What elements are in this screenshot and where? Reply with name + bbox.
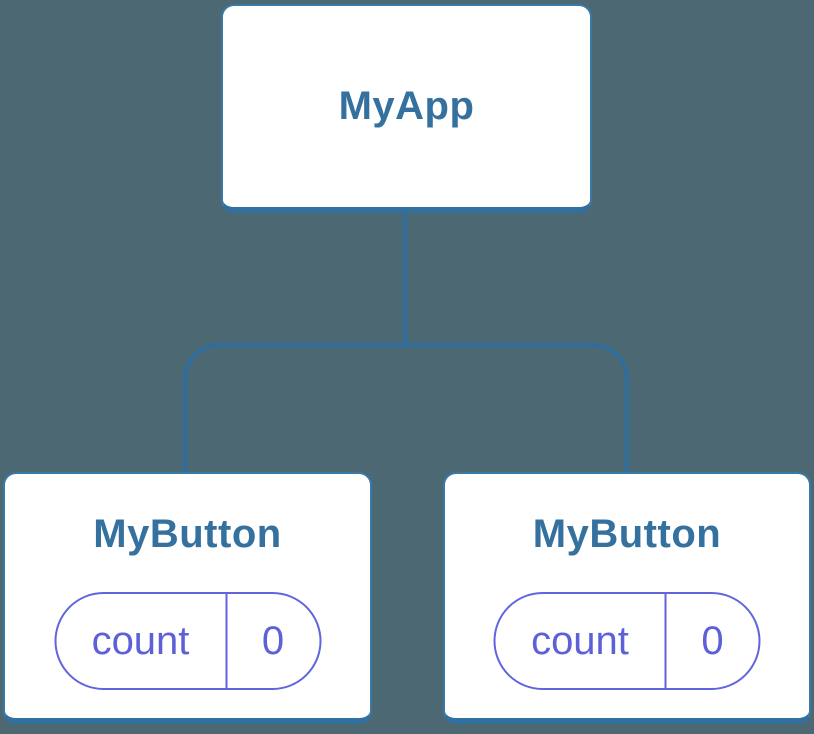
- state-value-left: 0: [261, 618, 285, 663]
- node-mybutton-right-label: MyButton: [532, 512, 722, 556]
- state-pill-right: count 0: [493, 592, 761, 690]
- state-pill-left: count 0: [54, 592, 321, 690]
- state-value-right: 0: [701, 618, 724, 663]
- state-key-left: count: [56, 594, 227, 688]
- state-key-right: count: [496, 594, 667, 688]
- node-mybutton-right: MyButton count 0: [443, 472, 811, 724]
- node-myapp: MyApp: [221, 4, 592, 213]
- connector-stem: [403, 213, 407, 343]
- node-mybutton-left-label: MyButton: [93, 512, 282, 556]
- connector-branches: [183, 343, 629, 472]
- node-mybutton-left: MyButton count 0: [3, 472, 372, 724]
- node-myapp-label: MyApp: [338, 84, 475, 128]
